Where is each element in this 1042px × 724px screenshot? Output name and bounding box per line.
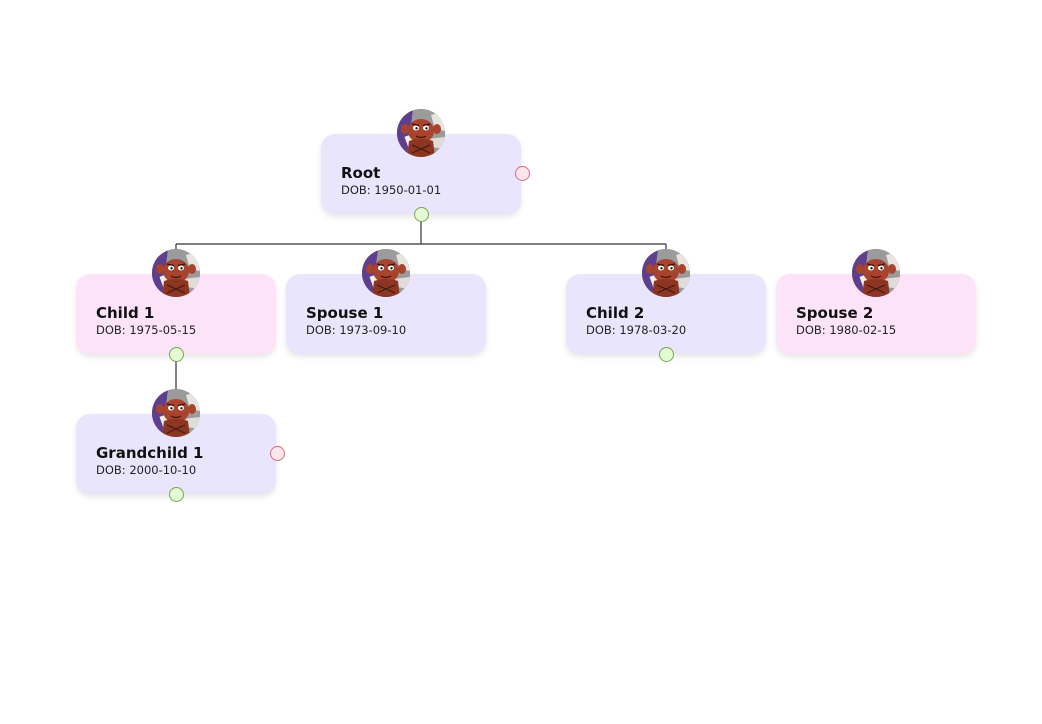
node-name: Child 2	[586, 304, 645, 322]
child-connect-handle[interactable]	[169, 487, 184, 502]
node-dob: DOB: 1973-09-10	[306, 323, 407, 337]
avatar	[362, 249, 410, 297]
spouse-connect-handle[interactable]	[270, 446, 285, 461]
node-card-spouse-1[interactable]: Spouse 1 DOB: 1973-09-10	[286, 249, 486, 354]
avatar	[642, 249, 690, 297]
spouse-connect-handle[interactable]	[515, 166, 530, 181]
node-name: Child 1	[96, 304, 155, 322]
node-card-spouse-2[interactable]: Spouse 2 DOB: 1980-02-15	[776, 249, 976, 354]
child-connect-handle[interactable]	[169, 347, 184, 362]
node-name: Spouse 2	[796, 304, 874, 322]
avatar	[852, 249, 900, 297]
node-dob: DOB: 1980-02-15	[796, 323, 897, 337]
node-name: Grandchild 1	[96, 444, 204, 462]
node-card-child-1[interactable]: Child 1 DOB: 1975-05-15	[76, 249, 276, 362]
avatar	[152, 389, 200, 437]
node-card-grandchild-1[interactable]: Grandchild 1 DOB: 2000-10-10	[76, 389, 285, 502]
child-connect-handle[interactable]	[659, 347, 674, 362]
avatar	[152, 249, 200, 297]
node-name: Root	[341, 164, 381, 182]
node-dob: DOB: 1978-03-20	[586, 323, 687, 337]
node-dob: DOB: 2000-10-10	[96, 463, 197, 477]
node-name: Spouse 1	[306, 304, 384, 322]
child-connect-handle[interactable]	[414, 207, 429, 222]
node-dob: DOB: 1975-05-15	[96, 323, 197, 337]
avatar	[397, 109, 445, 157]
node-card-root[interactable]: Root DOB: 1950-01-01	[321, 109, 530, 222]
node-card-child-2[interactable]: Child 2 DOB: 1978-03-20	[566, 249, 766, 362]
node-dob: DOB: 1950-01-01	[341, 183, 442, 197]
